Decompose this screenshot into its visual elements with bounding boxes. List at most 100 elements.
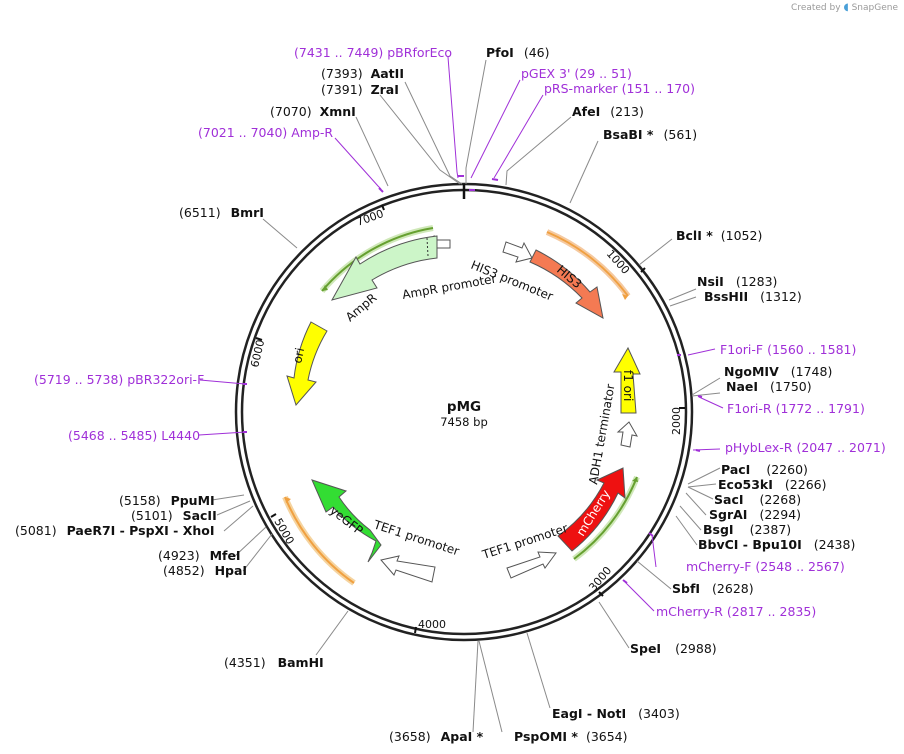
enzyme-aatii: (7393)AatII (321, 66, 404, 81)
enzyme-zrai: (7391)ZraI (321, 82, 399, 97)
primer-phyblexr: pHybLex-R (2047 .. 2071) (725, 440, 886, 455)
primer-ampr: (7021 .. 7040) Amp-R (198, 125, 333, 140)
primer-l4440: (5468 .. 5485) L4440 (68, 428, 200, 443)
enzyme-ngomiv-name: NgoMIV (724, 364, 779, 379)
tick-2000: 2000 (670, 407, 683, 435)
site-labels: (7431 .. 7449) pBRforEco PfoI(46) (7393)… (15, 45, 886, 744)
primer-ticks (243, 175, 703, 584)
enzyme-sacii-pos: (5101) (131, 508, 173, 523)
enzyme-bcli: BclI * (1052) (676, 228, 762, 243)
enzyme-eagi-pos: (3403) (638, 706, 680, 721)
enzyme-pspomi-name: PspOMI * (514, 729, 578, 744)
enzyme-bsshii-pos: (1312) (760, 289, 802, 304)
enzyme-ppumi: (5158) PpuMI (119, 493, 215, 508)
enzyme-spei: SpeI (2988) (630, 641, 717, 656)
enzyme-bsgi-pos: (2387) (750, 522, 792, 537)
credit-brand: SnapGene (851, 3, 898, 13)
enzyme-paci: PacI(2260) (721, 462, 808, 477)
enzyme-xmni-pos: (7070) (270, 104, 312, 119)
enzyme-bsgi: BsgI (2387) (703, 522, 791, 537)
enzyme-hpai-pos: (4852) (163, 563, 205, 578)
tef1-promoter-right-arrow (506, 551, 557, 579)
enzyme-eco53ki-pos: (2266) (785, 477, 827, 492)
enzyme-bsgi-name: BsgI (703, 522, 734, 537)
enzyme-bsshii: BssHII (1312) (704, 289, 802, 304)
backbone (234, 182, 694, 642)
enzyme-bsshii-name: BssHII (704, 289, 748, 304)
primer-f1orir: F1ori-R (1772 .. 1791) (727, 401, 865, 416)
enzyme-paer7i-pos: (5081) (15, 523, 57, 538)
enzyme-saci-pos: (2268) (760, 492, 802, 507)
enzyme-eco53ki-name: Eco53kI (718, 477, 773, 492)
enzyme-xmni-name: XmnI (320, 104, 356, 119)
ori-arrow (286, 321, 328, 407)
primer-prsmarker: pRS-marker (151 .. 170) (544, 81, 695, 96)
enzyme-naei-name: NaeI (726, 379, 758, 394)
enzyme-ppumi-pos: (5158) (119, 493, 161, 508)
enzyme-pfoi-pos: (46) (524, 45, 550, 60)
enzyme-spei-name: SpeI (630, 641, 661, 656)
enzyme-mfei-pos: (4923) (158, 548, 200, 563)
enzyme-xmni: (7070) XmnI (270, 104, 356, 119)
ampr-promoter-label: AmpR promoter (401, 272, 497, 302)
enzyme-bsabi-pos: (561) (663, 127, 697, 142)
enzyme-sacii-name: SacII (183, 508, 217, 523)
tick-5000: 5000 (271, 516, 296, 547)
adh1-terminator-arrow (616, 421, 638, 448)
enzyme-naei: NaeI (1750) (726, 379, 812, 394)
enzyme-mfei: (4923)MfeI (158, 548, 241, 563)
snapgene-credit: Created by ◖ SnapGene (791, 2, 898, 13)
enzyme-pfoi: PfoI (46) (486, 45, 550, 60)
enzyme-eagi: EagI - NotI (3403) (552, 706, 680, 721)
enzyme-sbfi: SbfI(2628) (672, 581, 754, 596)
enzyme-bsabi-name: BsaBI * (603, 127, 654, 142)
primer-mcherryr: mCherry-R (2817 .. 2835) (656, 604, 816, 619)
enzyme-pfoi-name: PfoI (486, 45, 514, 60)
enzyme-ngomiv-pos: (1748) (791, 364, 833, 379)
enzyme-paer7i: (5081)PaeR7I - PspXI - XhoI (15, 523, 214, 538)
tef1-promoter-right-label: TEF1 promoter (480, 521, 570, 562)
enzyme-nsii-name: NsiI (697, 274, 724, 289)
ampr-arrow (330, 235, 438, 301)
enzyme-bcli-pos: (1052) (721, 228, 763, 243)
enzyme-hpai-name: HpaI (215, 563, 248, 578)
enzyme-ppumi-name: PpuMI (171, 493, 215, 508)
enzyme-spei-pos: (2988) (675, 641, 717, 656)
his3-promoter-arrow (502, 241, 533, 263)
snapgene-logo-icon: ◖ (843, 2, 849, 13)
enzyme-bcli-name: BclI * (676, 228, 713, 243)
enzyme-sgrai: SgrAI(2294) (709, 507, 801, 522)
enzyme-bamhi-name: BamHI (278, 655, 324, 670)
enzyme-bbvci-name: BbvCI - Bpu10I (698, 537, 802, 552)
enzyme-saci-name: SacI (714, 492, 744, 507)
mcherry-arrow (557, 467, 626, 552)
enzyme-nsii: NsiI (1283) (697, 274, 777, 289)
credit-prefix: Created by (791, 3, 841, 13)
enzyme-eagi-name: EagI - NotI (552, 706, 626, 721)
orf-arcs (282, 225, 640, 586)
enzyme-saci: SacI (2268) (714, 492, 801, 507)
f1ori-label: f1 ori (621, 370, 635, 401)
enzyme-zrai-pos: (7391) (321, 82, 363, 97)
enzyme-sacii: (5101) SacII (131, 508, 217, 523)
f1ori-arrow (613, 346, 641, 414)
enzyme-bmri: (6511)BmrI (179, 205, 264, 220)
adh1-terminator-label: ADH1 terminator (586, 383, 617, 486)
enzyme-bmri-pos: (6511) (179, 205, 221, 220)
primer-f1orif: F1ori-F (1560 .. 1581) (720, 342, 856, 357)
enzyme-apai: (3658)ApaI * (389, 729, 484, 744)
enzyme-naei-pos: (1750) (770, 379, 812, 394)
enzyme-paci-name: PacI (721, 462, 750, 477)
enzyme-bbvci-pos: (2438) (814, 537, 856, 552)
tick-6000: 6000 (248, 338, 267, 368)
enzyme-hpai: (4852) HpaI (163, 563, 247, 578)
primer-mcherryf: mCherry-F (2548 .. 2567) (686, 559, 845, 574)
enzyme-nsii-pos: (1283) (736, 274, 778, 289)
yegfp-arrow (311, 479, 382, 563)
ori-label: ori (290, 346, 307, 364)
enzyme-eco53ki: Eco53kI (2266) (718, 477, 826, 492)
enzyme-afei: AfeI(213) (572, 104, 644, 119)
enzyme-sbfi-pos: (2628) (712, 581, 754, 596)
tef1-promoter-left-label: TEF1 promoter (371, 517, 461, 558)
